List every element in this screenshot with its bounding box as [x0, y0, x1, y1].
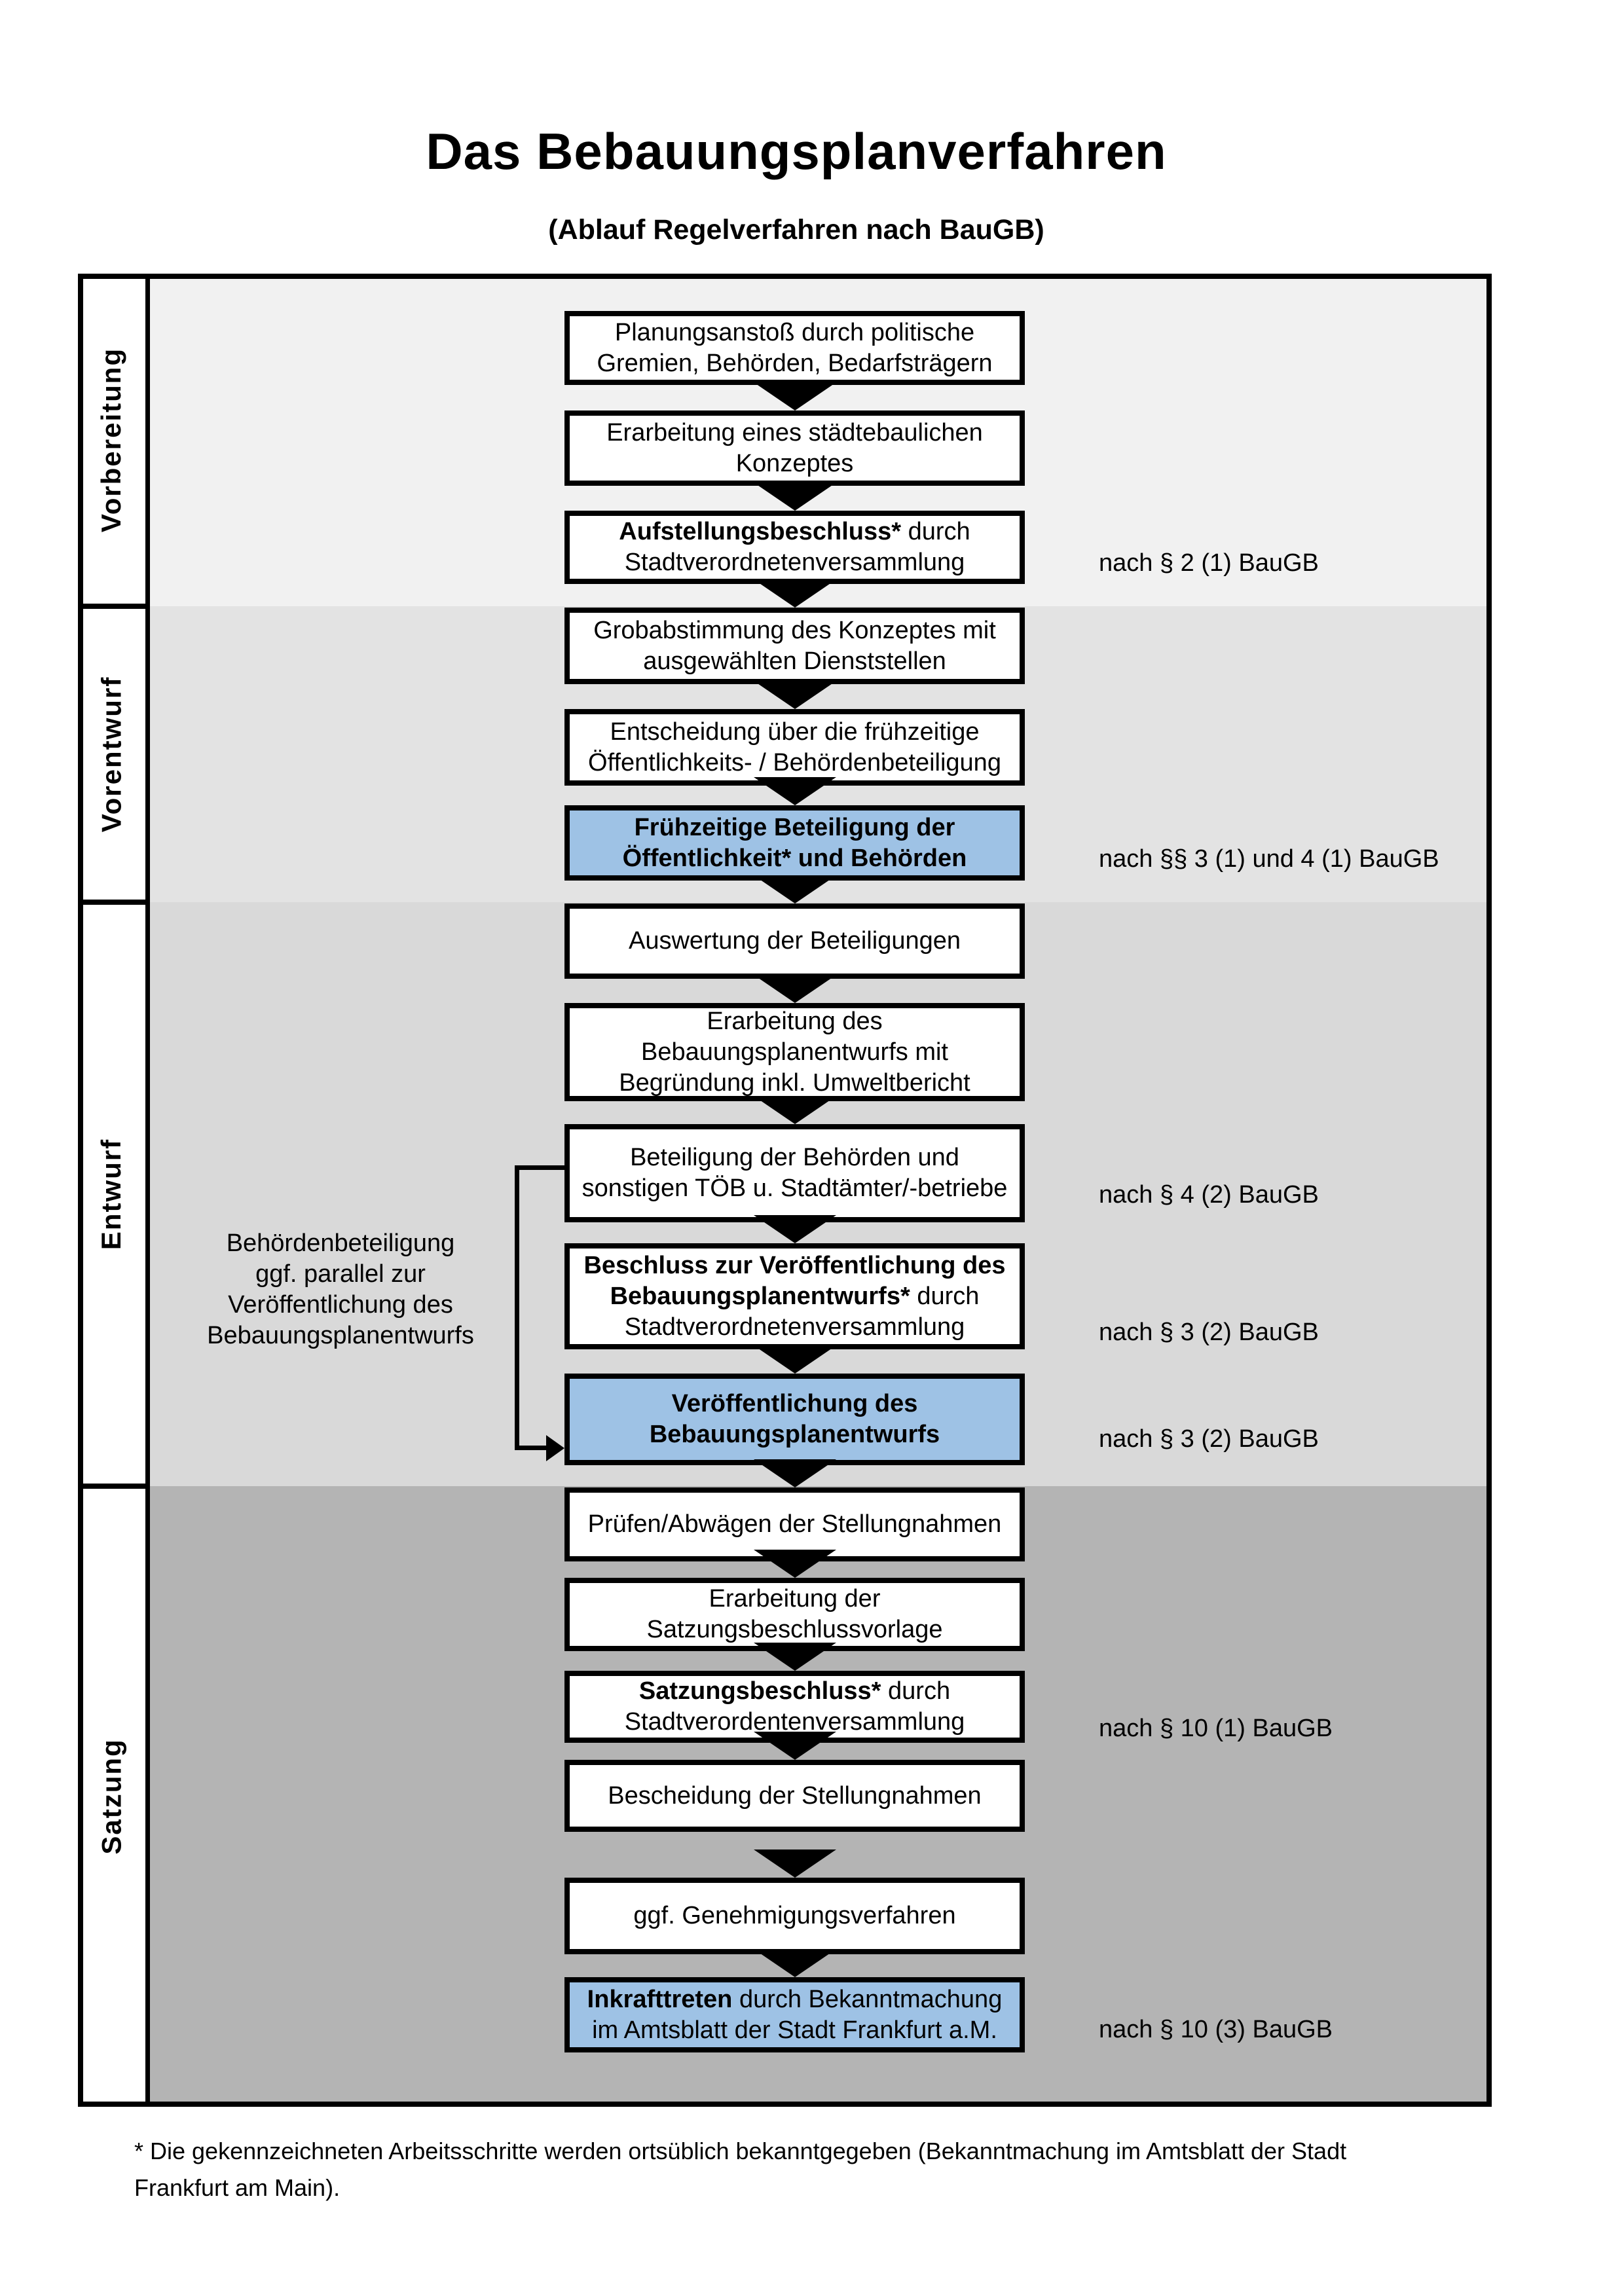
arrow-down-icon	[753, 483, 836, 511]
arrow-down-icon	[753, 975, 836, 1003]
flow-box-line: Öffentlichkeit* und Behörden	[622, 844, 967, 872]
annotation-fruehzeitige-beteiligung: nach §§ 3 (1) und 4 (1) BauGB	[1099, 845, 1439, 873]
arrow-down-icon	[753, 1345, 836, 1374]
flow-box-line: Beschluss zur Veröffentlichung des	[583, 1251, 1006, 1279]
flow-box-line: Bebauungsplanentwurfs mit	[641, 1038, 948, 1066]
flow-box-line: Prüfen/Abwägen der Stellungnahmen	[587, 1510, 1002, 1538]
flow-box-line: Grobabstimmung des Konzeptes mit	[593, 616, 996, 644]
annotation-inkrafttreten: nach § 10 (3) BauGB	[1099, 2016, 1333, 2043]
flow-box-genehmigungsverfahren: ggf. Genehmigungsverfahren	[564, 1878, 1025, 1954]
flow-box-line: Konzeptes	[735, 449, 854, 477]
flow-box-line: Erarbeitung eines städtebaulichen	[606, 418, 983, 446]
flow-box-line: im Amtsblatt der Stadt Frankfurt a.M.	[592, 2016, 997, 2044]
annotation-aufstellungsbeschluss: nach § 2 (1) BauGB	[1099, 549, 1319, 577]
flow-box-line: Bebauungsplanentwurfs	[649, 1421, 940, 1448]
flow-box-line: Satzungsbeschluss* durch	[638, 1677, 951, 1705]
flow-box-line: Beteiligung der Behörden und	[630, 1144, 959, 1171]
flow-box-auswertung: Auswertung der Beteiligungen	[564, 903, 1025, 979]
phase-label-vorentwurf: Vorentwurf	[96, 676, 127, 833]
arrow-down-icon	[753, 579, 836, 608]
flow-box-line: Bebauungsplanentwurfs* durch	[610, 1282, 980, 1310]
flow-box-line: Gremien, Behörden, Bedarfsträgern	[597, 349, 993, 377]
bracket-connector-vertical	[515, 1165, 519, 1450]
arrow-down-icon	[753, 875, 836, 903]
bracket-arrowhead-icon	[546, 1435, 564, 1461]
flow-box-line: Auswertung der Beteiligungen	[628, 927, 961, 955]
arrow-down-icon	[753, 1096, 836, 1124]
phase-separator	[78, 900, 150, 905]
bracket-connector-top	[515, 1165, 566, 1170]
flow-box-line: Aufstellungsbeschluss* durch	[619, 518, 970, 545]
flow-box-line: Bescheidung der Stellungnahmen	[608, 1781, 982, 1810]
page-title: Das Bebauungsplanverfahren	[426, 122, 1167, 180]
flow-box-line: Inkrafttreten durch Bekanntmachung	[587, 1985, 1003, 2013]
arrow-down-icon	[753, 681, 836, 709]
phase-label-entwurf: Entwurf	[96, 1138, 127, 1250]
annotation-veroeffentlichung: nach § 3 (2) BauGB	[1099, 1425, 1319, 1453]
arrow-down-icon	[753, 382, 836, 410]
flow-box-line: Erarbeitung der	[709, 1585, 881, 1613]
arrow-down-icon	[753, 1949, 836, 1977]
flow-box-bescheidung: Bescheidung der Stellungnahmen	[564, 1760, 1025, 1832]
side-note-line: Bebauungsplanentwurfs	[207, 1322, 474, 1349]
flow-box-inkrafttreten: Inkrafttreten durch Bekanntmachung im Amt…	[564, 1977, 1025, 2052]
flow-box-line: Satzungsbeschlussvorlage	[646, 1616, 943, 1643]
annotation-beteiligung-behoerden: nach § 4 (2) BauGB	[1099, 1181, 1319, 1209]
flow-box-line: ausgewählten Dienststellen	[643, 647, 946, 675]
annotation-beschluss-veroeffentlichung: nach § 3 (2) BauGB	[1099, 1319, 1319, 1346]
side-note-line: Veröffentlichung des	[228, 1291, 453, 1319]
phase-separator	[78, 1484, 150, 1489]
flow-box-line: Öffentlichkeits- / Behördenbeteiligung	[588, 748, 1001, 776]
flow-box-line: Stadtverordnetenversammlung	[624, 549, 965, 576]
side-note-line: ggf. parallel zur	[255, 1260, 426, 1288]
annotation-satzungsbeschluss: nach § 10 (1) BauGB	[1099, 1715, 1333, 1742]
arrow-down-icon	[753, 777, 836, 805]
flow-box-line: Stadtverordentenversammlung	[624, 1708, 965, 1736]
phase-separator	[78, 604, 150, 609]
phase-label-vorbereitung: Vorbereitung	[96, 347, 127, 533]
phase-label-column	[78, 274, 145, 2107]
footnote: * Die gekennzeichneten Arbeitsschritte w…	[134, 2133, 1392, 2206]
side-note-line: Behördenbeteiligung	[226, 1230, 455, 1257]
flow-box-line: Planungsanstoß durch politische	[614, 318, 975, 346]
arrow-down-icon	[753, 1550, 836, 1578]
flow-box-line: Erarbeitung des	[707, 1007, 883, 1035]
page-subtitle: (Ablauf Regelverfahren nach BauGB)	[548, 214, 1044, 246]
label-column-divider	[145, 274, 150, 2107]
bracket-connector-bottom	[515, 1446, 549, 1450]
arrow-down-icon	[753, 1215, 836, 1243]
arrow-down-icon	[753, 1643, 836, 1671]
arrow-down-icon	[753, 1732, 836, 1760]
flow-box-line: Begründung inkl. Umweltbericht	[619, 1068, 970, 1097]
phase-label-satzung: Satzung	[96, 1738, 127, 1855]
flow-box-line: Frühzeitige Beteiligung der	[634, 813, 955, 841]
arrow-down-icon	[753, 1850, 836, 1878]
flow-box-line: Entscheidung über die frühzeitige	[610, 718, 980, 746]
flow-box-line: Stadtverordnetenversammlung	[624, 1313, 965, 1341]
footnote-line: * Die gekennzeichneten Arbeitsschritte w…	[134, 2138, 1347, 2164]
flow-box-beteiligung-behoerden: Beteiligung der Behörden und sonstigen TÖ…	[564, 1124, 1025, 1222]
footnote-line: Frankfurt am Main).	[134, 2174, 341, 2201]
arrow-down-icon	[753, 1459, 836, 1487]
flow-box-grobabstimmung: Grobabstimmung des Konzeptes mit ausgewäh…	[564, 608, 1025, 684]
flow-box-line: Veröffentlichung des	[671, 1390, 918, 1417]
flow-box-line: ggf. Genehmigungsverfahren	[633, 1902, 956, 1929]
flow-box-line: sonstigen TÖB u. Stadtämter/-betriebe	[581, 1175, 1008, 1202]
